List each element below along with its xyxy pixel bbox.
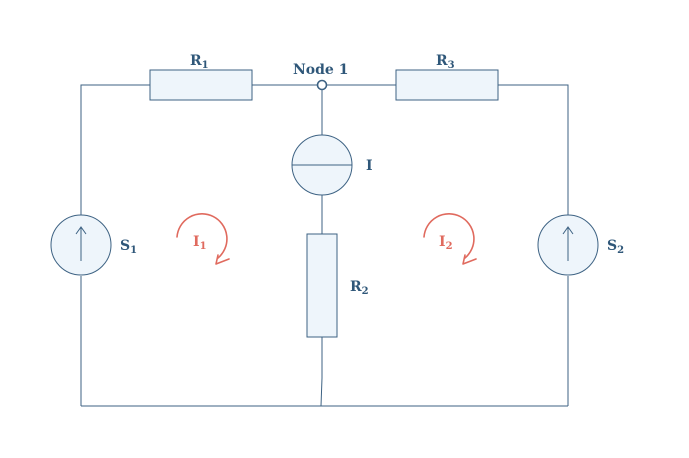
current-source-i [291, 134, 353, 196]
loop-i2-arrow-icon [423, 213, 477, 265]
r2-to-bottom-wire [320, 337, 323, 407]
source-s1 [50, 214, 112, 276]
label-loop-i2: I2 [439, 234, 453, 252]
wires [80, 84, 569, 407]
top-right-wire [498, 84, 569, 215]
source-s1-arrowhead-icon [75, 226, 87, 235]
label-s1: S1 [120, 238, 137, 256]
loop-i1-arrow-icon [176, 213, 230, 265]
label-r2: R2 [350, 279, 369, 297]
source-s2 [537, 214, 599, 276]
label-i: I [366, 158, 373, 174]
resistor-r3 [395, 69, 499, 101]
source-s2-arrowhead-icon [562, 226, 574, 235]
label-s2: S2 [607, 238, 624, 256]
label-r3: R3 [436, 53, 455, 71]
label-node-1: Node 1 [293, 62, 348, 78]
resistor-r1 [149, 69, 253, 101]
label-loop-i1: I1 [193, 234, 207, 252]
node-1-dot [316, 79, 328, 91]
resistor-r2 [306, 233, 338, 338]
label-r1: R1 [190, 53, 209, 71]
top-left-wire [80, 84, 150, 215]
